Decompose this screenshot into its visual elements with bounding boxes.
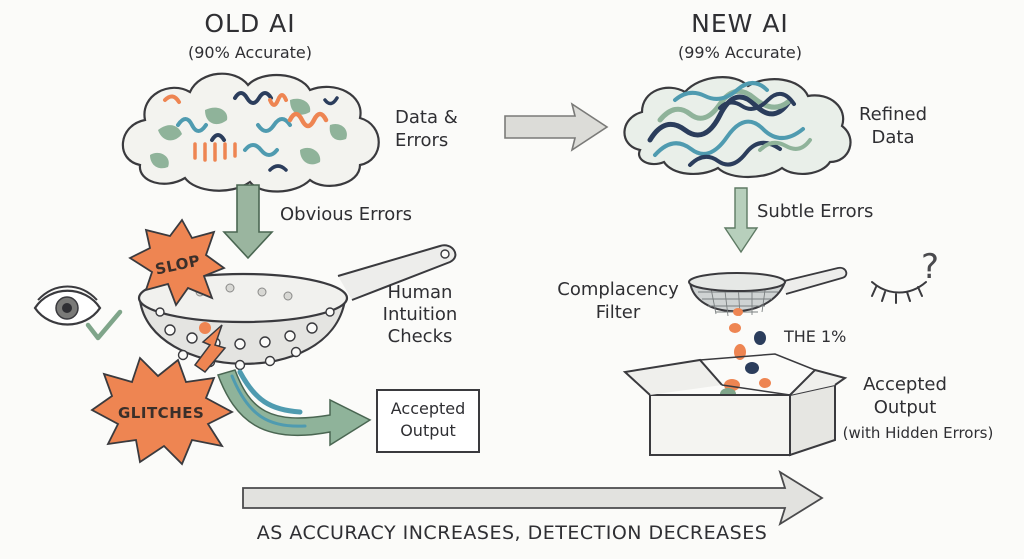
- old-flow-label: Obvious Errors: [280, 204, 413, 225]
- old-ai-title: OLD AI: [204, 9, 296, 38]
- glitches-burst-icon: [90, 356, 234, 466]
- old-input-label-2: Errors: [395, 130, 449, 151]
- old-filter-label-3: Checks: [387, 326, 453, 347]
- checkmark-icon: [85, 309, 123, 341]
- old-output-box: [376, 389, 480, 453]
- footer-caption: AS ACCURACY INCREASES, DETECTION DECREAS…: [256, 522, 768, 544]
- bottom-long-arrow: [242, 469, 824, 527]
- eye-icon: [33, 285, 102, 326]
- old-output-label-1: Accepted: [390, 399, 466, 418]
- new-output-label-1: Accepted: [863, 374, 947, 395]
- old-data-cloud: [121, 72, 380, 193]
- new-filter-label-2: Filter: [595, 302, 641, 323]
- new-down-arrow: [723, 187, 759, 254]
- leak-label: THE 1%: [784, 327, 847, 346]
- new-data-cloud: [623, 76, 852, 178]
- sieve-icon: [688, 266, 848, 317]
- old-filter-label-2: Intuition: [382, 304, 458, 325]
- new-ai-accuracy: (99% Accurate): [677, 43, 803, 62]
- old-input-label-1: Data &: [395, 107, 458, 128]
- new-input-label-1: Refined: [858, 104, 928, 125]
- new-output-label-3: (with Hidden Errors): [842, 424, 994, 442]
- new-input-label-2: Data: [871, 127, 915, 148]
- colander-icon: [137, 244, 457, 371]
- old-filter-label-1: Human: [387, 282, 453, 303]
- glitches-label: GLITCHES: [118, 404, 205, 422]
- old-output-label-2: Output: [400, 421, 456, 440]
- old-down-arrow: [222, 184, 274, 260]
- old-output-arrow: [217, 369, 372, 447]
- open-box-icon: [622, 353, 848, 457]
- slop-burst-icon: [128, 218, 226, 307]
- old-ai-accuracy: (90% Accurate): [187, 43, 313, 62]
- new-filter-label-1: Complacency: [557, 279, 679, 300]
- question-mark-icon: ?: [921, 247, 940, 287]
- transition-arrow: [504, 102, 609, 152]
- new-output-label-2: Output: [873, 397, 937, 418]
- new-flow-label: Subtle Errors: [757, 201, 874, 222]
- closed-eye-icon: [871, 281, 927, 304]
- new-ai-title: NEW AI: [691, 9, 789, 38]
- glitch-zigzag: [193, 324, 227, 374]
